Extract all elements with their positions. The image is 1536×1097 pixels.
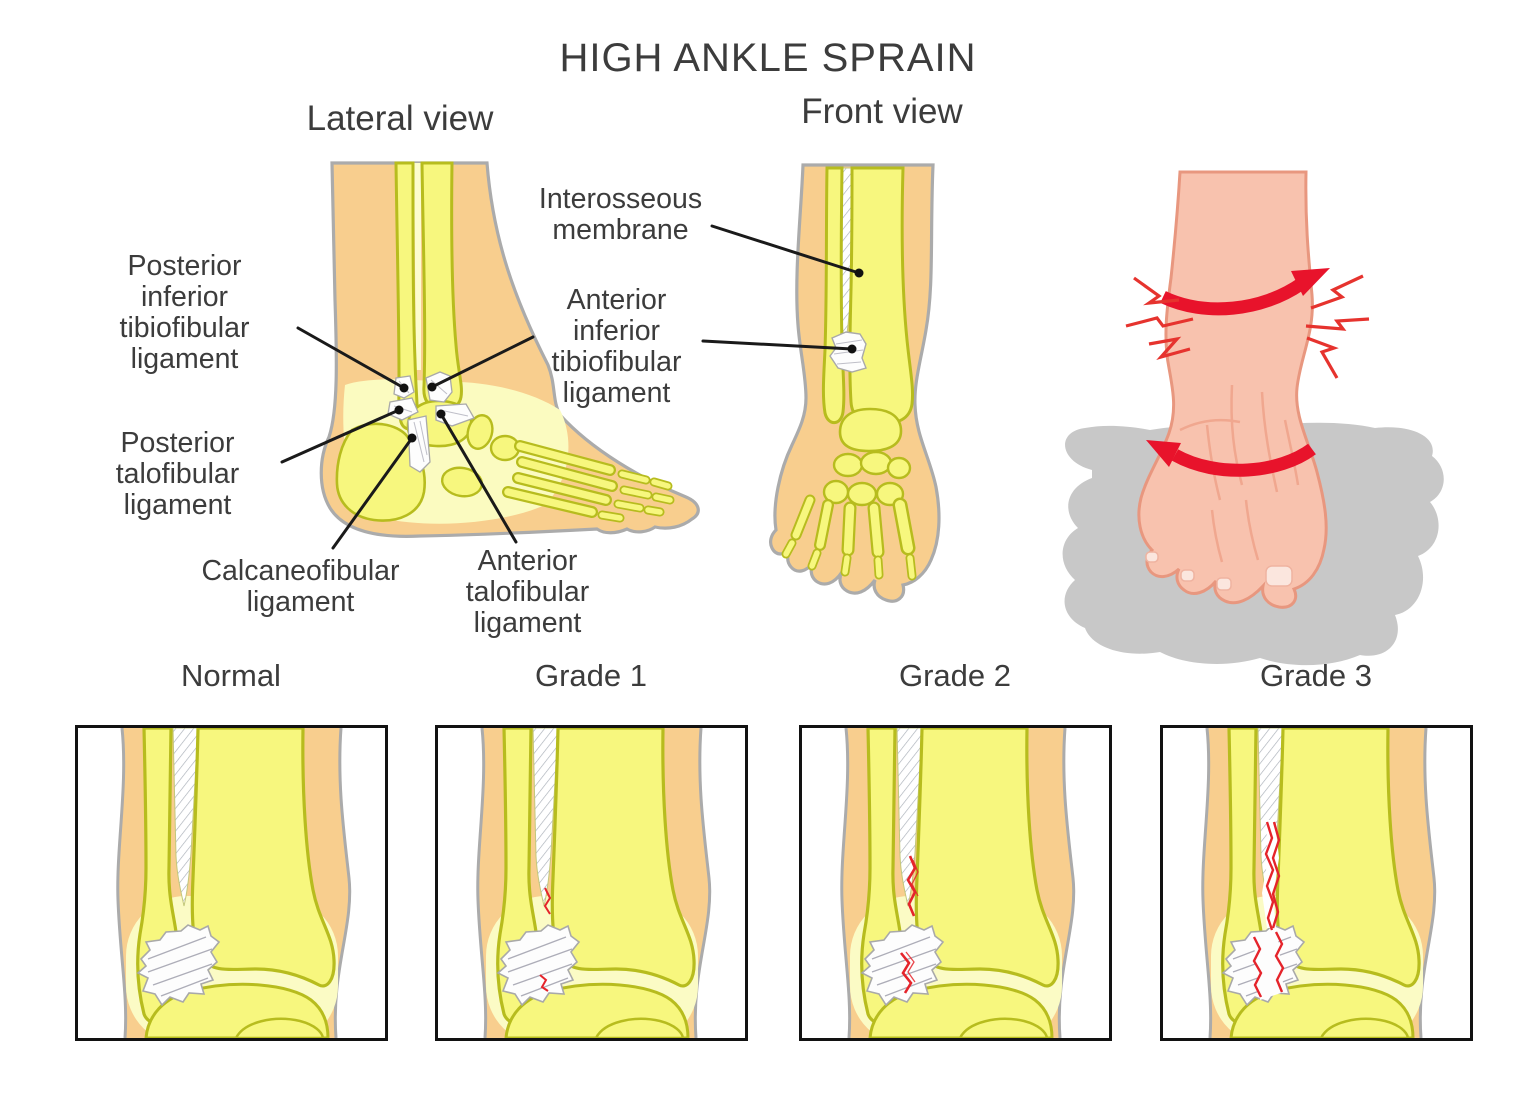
upper-rotation-arrow — [1160, 278, 1305, 316]
upper-arrowhead — [1291, 268, 1330, 296]
pain-lightning-bolts — [1125, 274, 1370, 379]
panel-grade2 — [799, 725, 1112, 1041]
label-posterior-inferior-tibiofibular: Posterior inferior tibiofibular ligament — [119, 250, 250, 375]
panel-grade1-art — [476, 728, 712, 1038]
toenails — [1145, 551, 1293, 591]
grade2-tears — [899, 855, 919, 994]
injury-mechanism-drawing — [1062, 170, 1444, 666]
panel-grade1 — [435, 725, 748, 1041]
lateral-interosseous-strip — [414, 163, 421, 370]
front-tibia — [848, 166, 915, 426]
panel-normal-art — [116, 728, 352, 1038]
lateral-calcaneus — [335, 422, 426, 522]
illustration-top — [280, 161, 1444, 666]
front-view-drawing — [769, 163, 941, 603]
panel-normal — [75, 725, 388, 1041]
grade-label-grade3: Grade 3 — [1259, 658, 1372, 693]
label-anterior-talofibular: Anterior talofibular ligament — [465, 545, 590, 639]
panel-grade2-art — [840, 728, 1076, 1038]
label-calcaneofibular: Calcaneofibular ligament — [201, 555, 400, 618]
page-title: HIGH ANKLE SPRAIN — [559, 36, 977, 80]
front-talus — [838, 407, 903, 453]
front-view-label: Front view — [801, 92, 963, 131]
leader-dots — [394, 268, 864, 443]
lateral-view-label: Lateral view — [306, 99, 494, 138]
lateral-tarsal-bones — [440, 414, 521, 498]
label-anterior-inferior-tibiofibular: Anterior inferior tibiofibular ligament — [551, 284, 682, 409]
label-posterior-talofibular: Posterior talofibular ligament — [115, 427, 240, 521]
front-fibula — [821, 166, 846, 425]
panel-grade3-art — [1201, 728, 1437, 1038]
grade3-tears — [1252, 820, 1285, 1000]
lower-arrowhead — [1146, 440, 1181, 467]
rotation-arrows — [1146, 268, 1330, 477]
label-interosseous-membrane: Interosseous membrane — [538, 183, 703, 246]
leader-lines — [280, 224, 861, 550]
front-metatarsal-bones — [790, 494, 916, 559]
front-ligament-patch — [829, 331, 867, 373]
lower-rotation-arrow — [1171, 443, 1316, 477]
grade-label-grade2: Grade 2 — [898, 658, 1011, 693]
panel-grade3 — [1160, 725, 1473, 1041]
lateral-metatarsal-bones — [502, 440, 618, 518]
lateral-toe-bones — [597, 469, 675, 523]
front-toe-bones — [781, 538, 917, 581]
grade1-tears — [539, 887, 552, 992]
grade-label-normal: Normal — [181, 658, 281, 693]
grade-label-grade1: Grade 1 — [534, 658, 647, 693]
